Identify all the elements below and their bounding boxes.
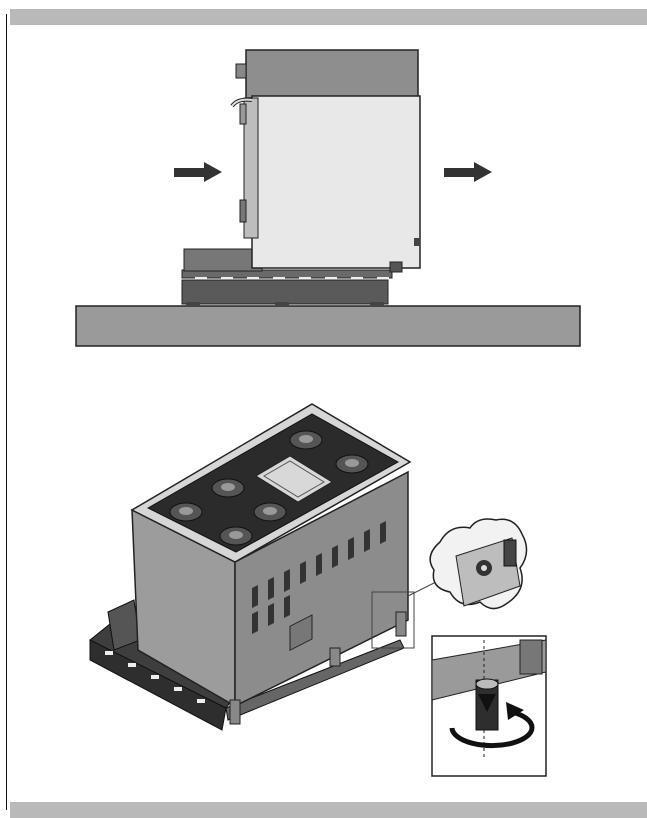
burner-grates [169, 430, 369, 546]
header-bar [10, 9, 647, 25]
range-legs [229, 611, 407, 725]
burner [253, 502, 287, 522]
callout-box [371, 591, 415, 649]
vent-slots [252, 521, 386, 634]
range-rear-panel [234, 470, 409, 708]
pallet [181, 248, 393, 307]
burner [289, 430, 323, 450]
rotate-arrow-icon [449, 694, 535, 749]
appliance-side [230, 49, 421, 273]
burner [169, 502, 203, 522]
floor-slab [75, 305, 581, 347]
burner [211, 478, 245, 498]
center-griddle [255, 455, 333, 503]
isometric-range-figure [89, 403, 547, 777]
access-plate [289, 614, 313, 651]
backguard [245, 49, 419, 99]
left-margin-line [6, 14, 7, 810]
rear-corner-detail [429, 518, 528, 610]
side-view-figure [75, 49, 581, 347]
arrow-right-icon [174, 162, 222, 182]
burner [335, 454, 369, 474]
burner [219, 526, 253, 546]
arrow-right-icon [444, 162, 492, 182]
foot-adjust-detail [431, 635, 547, 777]
footer-bar [10, 802, 647, 818]
